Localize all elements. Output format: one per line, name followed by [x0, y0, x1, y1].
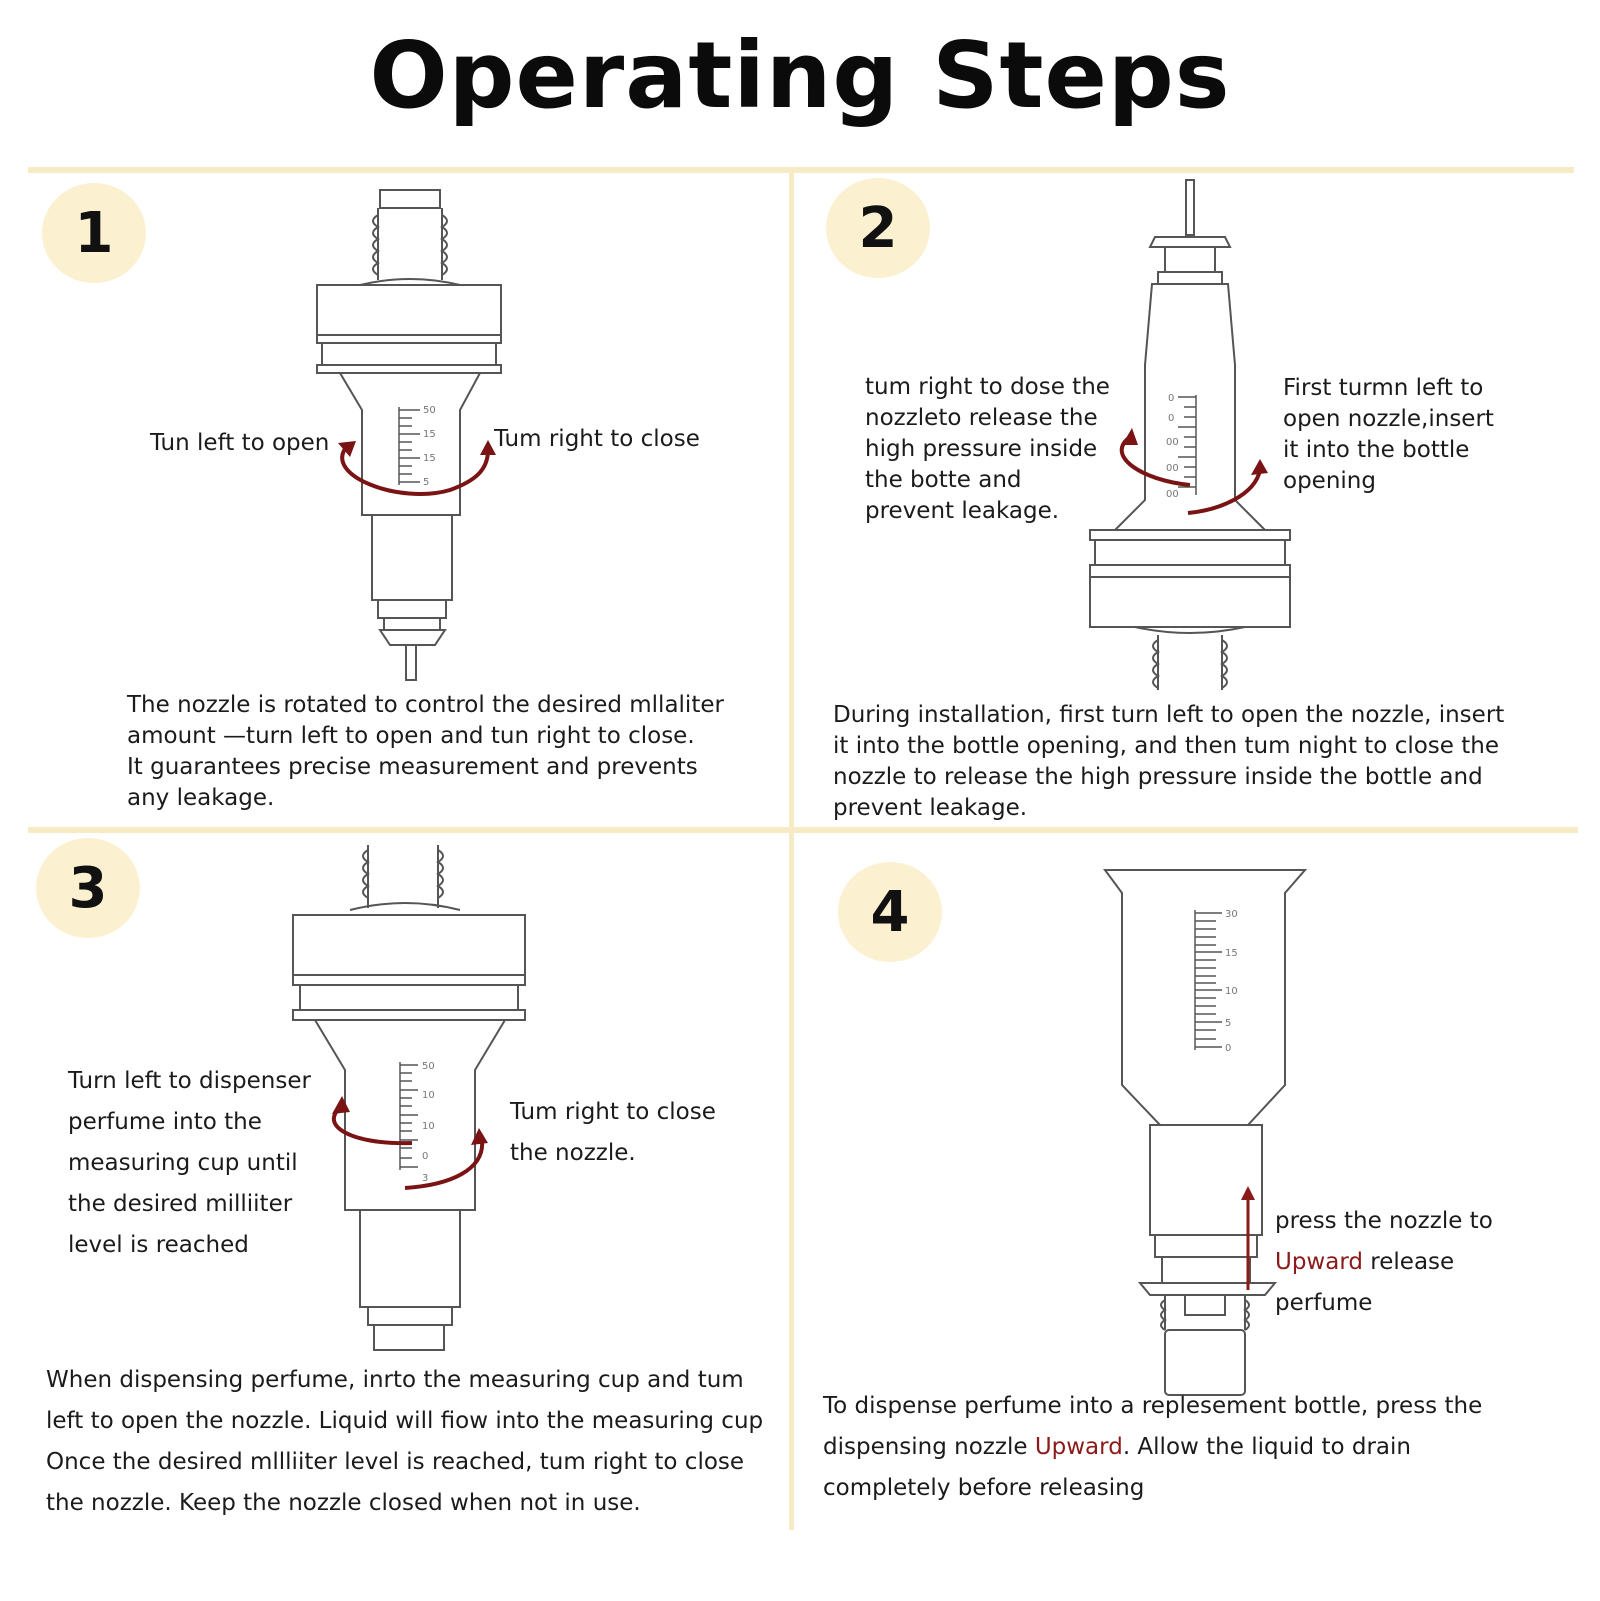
step-3-scale-label: 10 — [422, 1090, 435, 1101]
step-1-description: The nozzle is rotated to control the des… — [127, 690, 724, 814]
label-line: open nozzle,insert — [1283, 406, 1494, 432]
label-line: First turmn left to — [1283, 375, 1484, 401]
description-text: . Allow the liquid to drain — [1122, 1434, 1411, 1460]
description-line: amount —turn left to open and tun right … — [127, 723, 695, 749]
step-3-number: 3 — [68, 855, 108, 921]
description-line: the nozzle. Keep the nozzle closed when … — [46, 1490, 641, 1516]
divider-vertical — [789, 170, 794, 1530]
step-4-scale-label: 10 — [1225, 986, 1238, 997]
description-line: To dispense perfume into a replesement b… — [823, 1393, 1483, 1419]
upward-highlight: Upward — [1034, 1434, 1123, 1460]
step-2-description: During installation, first turn left to … — [833, 700, 1504, 824]
step-1-badge: 1 — [42, 183, 146, 283]
description-line: nozzle to release the high pressure insi… — [833, 764, 1483, 790]
step-4-scale-label: 5 — [1225, 1018, 1231, 1029]
description-line: any leakage. — [127, 785, 275, 811]
step-2-scale-label: 00 — [1166, 437, 1179, 448]
step-4-badge: 4 — [838, 862, 942, 962]
step-3-label-left: Turn left to dispenser perfume into the … — [68, 1061, 311, 1266]
step-1-label-left: Tun left to open — [150, 430, 330, 456]
step-2-badge: 2 — [826, 178, 930, 278]
label-line: Tum right to close — [510, 1099, 716, 1125]
description-text: dispensing nozzle — [823, 1434, 1035, 1460]
step-3-description: When dispensing perfume, inrto the measu… — [46, 1360, 763, 1524]
label-line: press the nozzle to — [1275, 1208, 1493, 1234]
label-line: level is reached — [68, 1232, 249, 1258]
description-line: When dispensing perfume, inrto the measu… — [46, 1367, 744, 1393]
description-line: it into the bottle opening, and then tum… — [833, 733, 1499, 759]
step-2-label-left: tum right to dose the nozzleto release t… — [865, 372, 1110, 527]
upward-highlight: Upward — [1275, 1249, 1363, 1275]
step-1-scale-label: 50 — [423, 405, 436, 416]
step-2-scale-label: 00 — [1166, 463, 1179, 474]
description-line: left to open the nozzle. Liquid will fio… — [46, 1408, 764, 1434]
step-1-label-right: Tum right to close — [494, 426, 700, 452]
label-line: it into the bottle — [1283, 437, 1470, 463]
step-4-scale-label: 30 — [1225, 909, 1238, 920]
label-line: the botte and — [865, 467, 1022, 493]
description-line: completely before releasing — [823, 1475, 1145, 1501]
step-4-upward-arrow-icon — [1241, 1186, 1255, 1290]
step-3-scale-label: 50 — [422, 1061, 435, 1072]
step-4-description: To dispense perfume into a replesement b… — [823, 1386, 1482, 1509]
step-4-number: 4 — [870, 879, 910, 945]
step-2-scale-label: 0 — [1168, 413, 1174, 424]
step-1-nozzle-illustration: 50 15 15 5 — [316, 189, 502, 681]
description-line: Once the desired mllliiter level is reac… — [46, 1449, 745, 1475]
step-3-scale-label: 3 — [422, 1173, 428, 1184]
step-2-nozzle-illustration: 0 0 00 00 00 — [1089, 179, 1291, 690]
step-1-scale-label: 15 — [423, 429, 436, 440]
label-line: the desired milliiter — [68, 1191, 293, 1217]
label-line: opening — [1283, 468, 1376, 494]
step-2-scale-label: 00 — [1166, 489, 1179, 500]
step-4-scale-label: 0 — [1225, 1043, 1231, 1054]
label-line: measuring cup until — [68, 1150, 298, 1176]
label-text: release — [1363, 1249, 1455, 1275]
label-line: Upward release — [1275, 1242, 1493, 1283]
label-line: perfume — [1275, 1290, 1373, 1316]
label-line: prevent leakage. — [865, 498, 1060, 524]
label-line: perfume into the — [68, 1109, 262, 1135]
description-line: It guarantees precise measurement and pr… — [127, 754, 698, 780]
divider-top — [28, 167, 1574, 173]
label-line: tum right to dose the — [865, 374, 1110, 400]
step-1-scale-label: 5 — [423, 477, 429, 488]
label-line: the nozzle. — [510, 1140, 636, 1166]
description-line: During installation, first turn left to … — [833, 702, 1505, 728]
step-3-nozzle-illustration: 50 10 10 0 3 — [292, 845, 526, 1351]
label-line: Turn left to dispenser — [68, 1068, 311, 1094]
step-4-scale-label: 15 — [1225, 948, 1238, 959]
step-1-number: 1 — [74, 200, 114, 266]
label-line: nozzleto release the — [865, 405, 1098, 431]
step-4-label-right: press the nozzle to Upward release perfu… — [1275, 1201, 1493, 1324]
description-line: prevent leakage. — [833, 795, 1028, 821]
step-3-badge: 3 — [36, 838, 140, 938]
step-3-label-right: Tum right to close the nozzle. — [510, 1092, 716, 1174]
description-line: dispensing nozzle Upward. Allow the liqu… — [823, 1427, 1482, 1468]
step-3-scale-label: 10 — [422, 1121, 435, 1132]
step-2-label-right: First turmn left to open nozzle,insert i… — [1283, 373, 1494, 497]
step-2-scale-label: 0 — [1168, 393, 1174, 404]
label-line: high pressure inside — [865, 436, 1098, 462]
step-3-scale-label: 0 — [422, 1151, 428, 1162]
description-line: The nozzle is rotated to control the des… — [127, 692, 724, 718]
step-2-number: 2 — [858, 195, 898, 261]
divider-middle — [28, 827, 1578, 833]
step-4-measuring-cup-illustration: 30 15 10 5 0 — [1103, 869, 1308, 1396]
step-1-scale-label: 15 — [423, 453, 436, 464]
page-title: Operating Steps — [369, 22, 1231, 129]
